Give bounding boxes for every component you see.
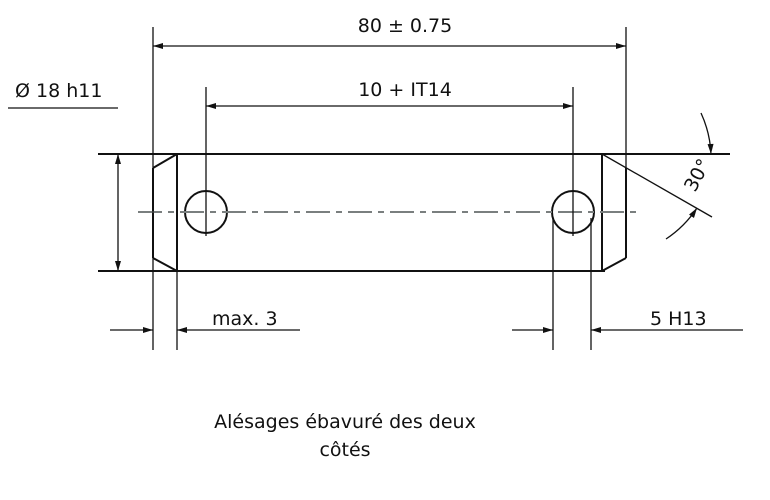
diameter-label: Ø 18 h11 xyxy=(15,80,102,102)
dimension-lines xyxy=(110,43,743,333)
dim-angle xyxy=(665,207,698,240)
deburring-note: Alésages ébavuré des deux côtés xyxy=(145,408,545,464)
chamfer-label: max. 3 xyxy=(212,308,278,330)
angle-label: 30° xyxy=(680,155,715,195)
hole-spacing-label: 10 + IT14 xyxy=(358,79,452,101)
overall-length-label: 80 ± 0.75 xyxy=(358,15,452,37)
note-line-1: Alésages ébavuré des deux xyxy=(214,411,476,433)
note-line-2: côtés xyxy=(319,439,371,461)
extension-lines xyxy=(8,27,713,350)
hole-size-label: 5 H13 xyxy=(650,308,707,330)
